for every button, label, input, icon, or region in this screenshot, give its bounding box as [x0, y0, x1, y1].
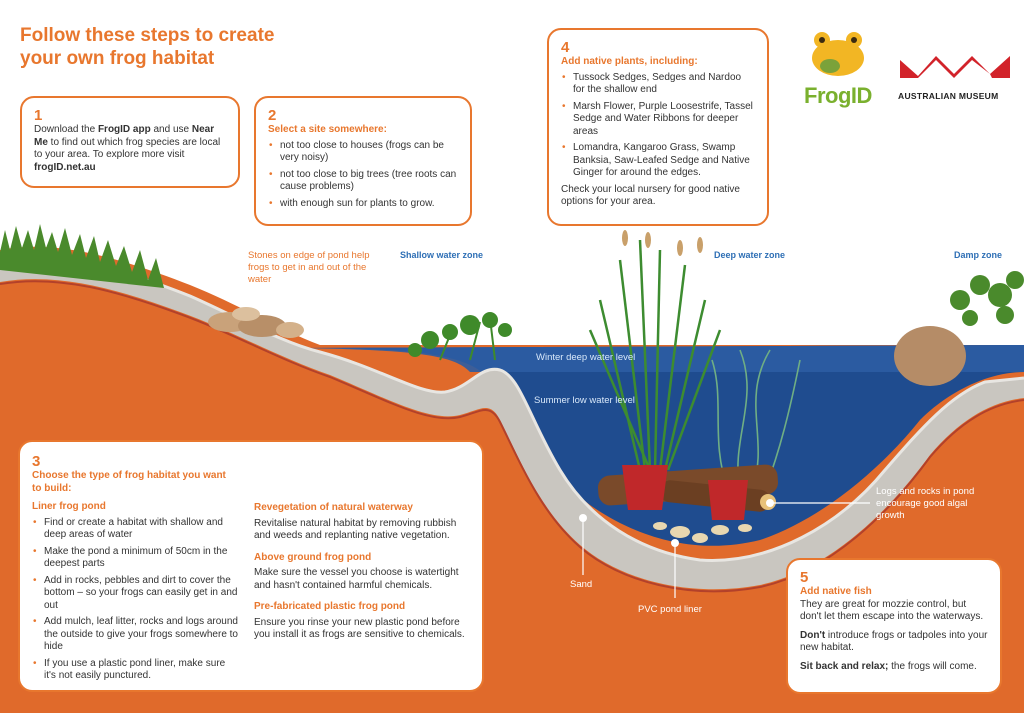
- step-2-box: 2 Select a site somewhere: not too close…: [254, 96, 472, 226]
- damp-bush: [950, 271, 1024, 326]
- frogid-app-link[interactable]: FrogID app: [97, 124, 151, 135]
- grass-tuft: [0, 224, 164, 288]
- liner-pond-heading: Liner frog pond: [32, 501, 106, 512]
- step-5-text-1: They are great for mozzie control, but d…: [800, 598, 984, 623]
- step-3-heading: Choose the type of frog habitat you want…: [32, 470, 226, 494]
- text: the frogs will come.: [888, 660, 977, 672]
- revegetation-text: Revitalise natural habitat by removing r…: [254, 517, 457, 542]
- step-4-box: 4 Add native plants, including: Tussock …: [547, 28, 769, 226]
- text: and use: [150, 124, 192, 135]
- text: Download the: [34, 124, 98, 135]
- pointer-lines: [582, 502, 870, 598]
- step-5-box: 5 Add native fish They are great for moz…: [786, 558, 1002, 694]
- text: to find out which frog species are local…: [34, 136, 221, 161]
- step-number: 4: [561, 39, 570, 56]
- frogid-wordmark: FrogID: [804, 83, 872, 108]
- pebbles: [653, 522, 752, 543]
- native-plants-list: Tussock Sedges, Sedges and Nardoo for th…: [561, 72, 755, 180]
- list-item: Make the pond a minimum of 50cm in the d…: [32, 546, 238, 571]
- title-line-1: Follow these steps to create: [20, 25, 275, 46]
- frog-icon: [812, 32, 864, 76]
- logs-rocks-label: Logs and rocks in pond encourage good al…: [876, 486, 975, 521]
- tall-reeds: [588, 239, 722, 471]
- step-1-text: Download the FrogID app and use Near Me …: [34, 124, 226, 174]
- list-item: not too close to big trees (tree roots c…: [268, 169, 458, 194]
- step-4-footer: Check your local nursery for good native…: [561, 183, 740, 208]
- list-item: Find or create a habitat with shallow an…: [32, 517, 238, 542]
- list-item: If you use a plastic pond liner, make su…: [32, 658, 238, 683]
- step-1-box: 1 Download the FrogID app and use Near M…: [20, 96, 240, 188]
- bank-rock: [894, 326, 966, 386]
- step-5-text-3: Sit back and relax; the frogs will come.: [800, 661, 988, 674]
- revegetation-heading: Revegetation of natural waterway: [254, 502, 413, 513]
- title-line-2: your own frog habitat: [20, 48, 215, 69]
- step-5-heading: Add native fish: [800, 586, 872, 597]
- damp-zone-label: Damp zone: [954, 250, 1003, 260]
- shallow-zone-label: Shallow water zone: [400, 250, 484, 260]
- list-item: Tussock Sedges, Sedges and Nardoo for th…: [561, 72, 755, 97]
- step-2-heading: Select a site somewhere:: [268, 124, 387, 135]
- site-criteria-list: not too close to houses (frogs can be ve…: [268, 140, 458, 211]
- museum-wordmark: AUSTRALIAN MUSEUM: [898, 91, 999, 101]
- list-item: with enough sun for plants to grow.: [268, 198, 458, 211]
- above-ground-heading: Above ground frog pond: [254, 551, 372, 563]
- prefab-text: Ensure you rinse your new plastic pond b…: [254, 616, 465, 641]
- pvc-liner-line: [0, 280, 1024, 593]
- australian-museum-logo[interactable]: AUSTRALIAN MUSEUM: [898, 50, 1012, 101]
- step-5-text-2: Don't introduce frogs or tadpoles into y…: [800, 630, 988, 655]
- frogid-website-link[interactable]: frogID.net.au: [34, 161, 96, 173]
- edge-stones: [208, 307, 304, 338]
- list-item: Marsh Flower, Purple Loosestrife, Tassel…: [561, 101, 755, 139]
- list-item: Add in rocks, pebbles and dirt to cover …: [32, 575, 238, 613]
- list-item: Add mulch, leaf litter, rocks and logs a…: [32, 616, 238, 654]
- sit-back-text: Sit back and relax;: [800, 660, 889, 672]
- near-me-text: Near Me: [34, 124, 215, 148]
- pvc-liner-label: PVC pond liner: [638, 604, 702, 615]
- step-4-heading: Add native plants, including:: [561, 56, 698, 67]
- step-number: 5: [800, 569, 809, 586]
- step-number: 1: [34, 107, 43, 124]
- liner-pond-list: Find or create a habitat with shallow an…: [32, 517, 238, 683]
- page-title: Follow these steps to create your own fr…: [20, 24, 340, 70]
- sand-label: Sand: [570, 579, 593, 590]
- step-number: 3: [32, 453, 41, 470]
- prefab-heading: Pre-fabricated plastic frog pond: [254, 601, 406, 612]
- shallow-plants: [408, 312, 512, 361]
- stones-label: Stones on edge of pond help frogs to get…: [248, 250, 370, 285]
- frogid-logo[interactable]: FrogID: [800, 28, 876, 108]
- dont-text: Don't: [800, 629, 826, 641]
- above-ground-text: Make sure the vessel you choose is water…: [254, 567, 459, 591]
- deep-zone-label: Deep water zone: [714, 250, 786, 260]
- list-item: Lomandra, Kangaroo Grass, Swamp Banksia,…: [561, 142, 755, 180]
- winter-level-label: Winter deep water level: [536, 352, 636, 363]
- museum-mark-icon: [900, 56, 1010, 78]
- step-number: 2: [268, 107, 277, 124]
- other-habitats-column: Revegetation of natural waterway Revital…: [254, 502, 466, 642]
- step-3-box: 3 Choose the type of frog habitat you wa…: [18, 440, 484, 692]
- liner-pond-column: 3 Choose the type of frog habitat you wa…: [32, 454, 238, 687]
- winter-water-band: [300, 345, 1024, 372]
- gravel-layer: [0, 258, 1024, 590]
- list-item: not too close to houses (frogs can be ve…: [268, 140, 458, 165]
- summer-level-label: Summer low water level: [534, 395, 635, 406]
- plant-pots: [622, 465, 748, 520]
- text: introduce frogs or tadpoles into your ne…: [800, 629, 988, 654]
